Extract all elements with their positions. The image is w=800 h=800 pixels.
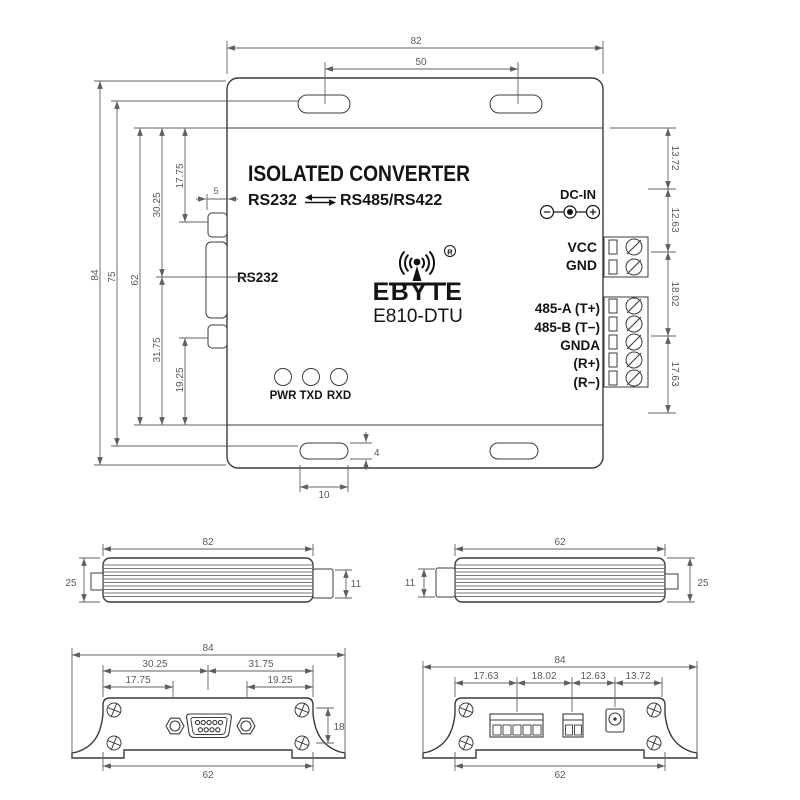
dim-right-seg3: 18.02: [669, 281, 680, 306]
antenna-icon: [399, 251, 435, 281]
rxd-led-label: RXD: [327, 390, 351, 402]
status-leds: PWR TXD RXD: [270, 368, 351, 402]
vcc-label: VCC: [567, 239, 597, 255]
dim-side-left-height: 25: [65, 578, 77, 589]
front-view: 84 30.25 31.75 17.75 19.25 18 62: [71, 643, 346, 781]
brand-name: EBYTE: [373, 278, 464, 306]
rs485-b-label: 485-B (T−): [534, 320, 600, 335]
jack-screw-nut-icon: [165, 717, 256, 735]
conversion-from-label: RS232: [248, 192, 297, 209]
top-view-dimension-lines: [94, 41, 676, 492]
dim-side-right-height: 25: [697, 578, 709, 589]
pwr-led-icon: [274, 368, 292, 386]
mount-slot-bottom-left: [299, 442, 349, 460]
dim-right-seg2: 12.63: [669, 207, 680, 232]
r-minus-label: (R−): [573, 375, 600, 390]
dim-body-height: 62: [130, 274, 141, 286]
dc-in-label: DC-IN: [560, 187, 596, 202]
front-dimension-lines: [71, 648, 346, 771]
dim-front-left-conn: 17.75: [125, 675, 150, 686]
side-ridges: [104, 564, 312, 597]
side-tab-right: [664, 573, 679, 590]
bidirectional-arrow-icon: [305, 194, 336, 206]
pwr-led-label: PWR: [270, 390, 298, 402]
dim-side-right-width: 62: [554, 537, 566, 548]
db9-pins: [194, 719, 224, 733]
back-view: 84 17.63 18.02 12.63 13.72 62: [422, 655, 698, 781]
db9-side-profile: [205, 210, 228, 352]
dim-back-width: 84: [554, 655, 566, 666]
dim-back-seg2: 18.02: [531, 671, 556, 682]
gnd-label: GND: [566, 257, 597, 273]
side-view-right: 62 11 25: [405, 537, 709, 603]
dim-upper-half: 30.25: [152, 192, 163, 217]
dim-front-base: 62: [202, 770, 214, 781]
dim-front-right-conn: 19.25: [267, 675, 292, 686]
panel-title: ISOLATED CONVERTER: [248, 161, 470, 186]
dim-back-base: 62: [554, 770, 566, 781]
dim-lower-conn: 19.25: [175, 367, 186, 392]
db9-connector: [186, 713, 232, 739]
logo-bar: [389, 282, 446, 286]
dim-upper-conn: 17.75: [175, 163, 186, 188]
dim-side-left-tab: 11: [351, 579, 362, 590]
rs485-a-label: 485-A (T+): [535, 301, 600, 316]
top-view-dimension-labels: 82 50 84 75 62 30.25 31.75 17.75 19.25 5…: [90, 36, 680, 501]
registered-mark-icon: [444, 245, 456, 257]
front-outline: [71, 697, 346, 759]
dc-polarity-icon: [539, 204, 601, 220]
rxd-led-icon: [330, 368, 348, 386]
side-connector-left: [435, 567, 456, 598]
dim-side-right-tab: 11: [405, 578, 416, 589]
dim-slot-width: 10: [318, 490, 330, 501]
top-view: ISOLATED CONVERTER RS232 RS485/RS422 DC-…: [90, 36, 680, 501]
conversion-to-label: RS485/RS422: [340, 192, 442, 209]
dim-right-seg4: 17.63: [669, 361, 680, 386]
txd-led-icon: [302, 368, 320, 386]
terminal-2pos-footprint: [562, 713, 584, 738]
mount-slot-top-right: [489, 94, 543, 114]
side-left-dimension-lines: [79, 544, 352, 603]
dc-jack-icon: [605, 708, 625, 733]
back-dimension-lines: [422, 661, 698, 771]
side-right-dimension-lines: [418, 544, 695, 603]
terminal-5pos-footprint: [489, 713, 544, 738]
dim-side-left-width: 82: [202, 537, 214, 548]
side-connector-right: [312, 568, 334, 599]
back-outline: [422, 697, 698, 759]
dim-front-panel-height: 18: [333, 722, 345, 733]
r-plus-label: (R+): [573, 356, 600, 371]
side-ridges: [456, 564, 664, 597]
dim-overall-height: 84: [90, 269, 101, 281]
dim-right-seg1: 13.72: [669, 145, 680, 170]
dim-front-right-half: 31.75: [248, 659, 273, 670]
brand-logo: R EBYTE E810-DTU: [373, 245, 464, 327]
terminal-block-2pos: [603, 236, 649, 278]
registered-mark-letter: R: [447, 247, 453, 256]
dim-inner-height: 75: [107, 271, 118, 283]
terminal-block-5pos: [603, 296, 649, 388]
dim-back-seg1: 17.63: [473, 671, 498, 682]
rs232-port-label: RS232: [237, 270, 278, 285]
model-name: E810-DTU: [373, 306, 463, 327]
dim-conn-depth: 5: [213, 186, 218, 196]
dim-back-seg4: 13.72: [625, 671, 650, 682]
mount-slot-bottom-right: [489, 442, 539, 460]
dim-front-width: 84: [202, 643, 214, 654]
txd-led-label: TXD: [300, 390, 323, 402]
side-tab-left: [90, 572, 104, 591]
gnda-label: GNDA: [560, 338, 600, 353]
dim-lower-half: 31.75: [152, 337, 163, 362]
dim-slot-height: 4: [374, 448, 380, 459]
mount-slot-top-left: [297, 94, 351, 114]
dim-front-left-half: 30.25: [142, 659, 167, 670]
dim-top-width: 82: [410, 36, 422, 47]
dim-slot-span: 50: [415, 57, 427, 68]
side-view-left: 82 25 11: [65, 537, 362, 603]
dim-back-seg3: 12.63: [580, 671, 605, 682]
